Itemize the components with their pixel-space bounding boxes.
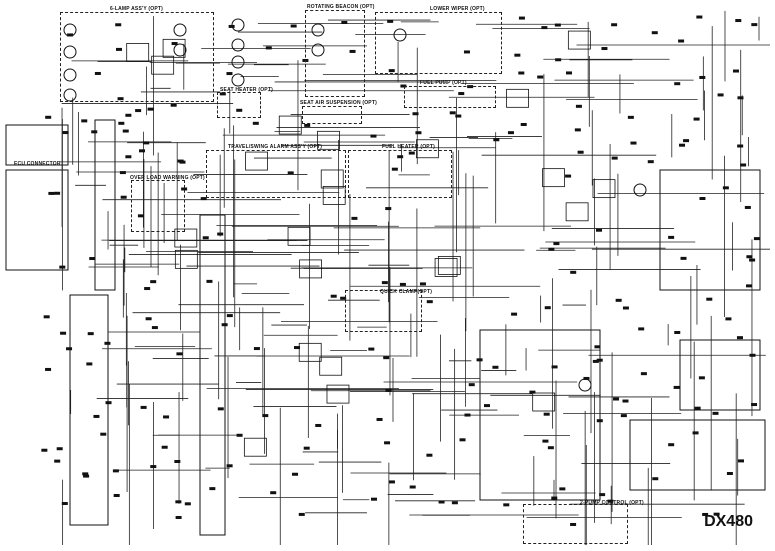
seat-heater-box — [217, 92, 261, 118]
two-pump-control-label: 2-PUMP CONTROL (OPT) — [580, 500, 644, 506]
quick-clamp-box — [345, 290, 422, 332]
model-title: DX480 — [704, 513, 753, 530]
lower-wiper-label: LOWER WIPER (OPT) — [430, 6, 485, 12]
quick-clamp-label: QUICK CLAMP(OPT) — [380, 289, 433, 295]
seat-air-suspension-box — [302, 106, 362, 124]
fuel-pump-label: FUEL PUMP (OPT) — [420, 80, 467, 86]
six-lamp-label: 6-LAMP ASS'Y (OPT) — [110, 6, 164, 12]
seat-air-suspension-label: SEAT AIR SUSPENSION (OPT) — [300, 100, 377, 106]
over-load-warning-box — [131, 180, 185, 232]
rotating-beacon-box — [305, 10, 365, 97]
ecu-connector-label: ECU CONNECTOR — [14, 161, 61, 167]
seat-heater-label: SEAT HEATER (OPT) — [220, 87, 273, 93]
fuel-pump-box — [404, 86, 496, 108]
travel-swing-alarm-label: TRAVEL/SWING ALARM ASS'Y (OPT) — [228, 144, 323, 150]
fuel-heater-label: FUEL HEATER (OPT) — [382, 144, 435, 150]
lower-wiper-box — [375, 12, 502, 74]
six-lamp-box — [60, 12, 214, 102]
fuel-heater-box — [348, 150, 452, 198]
rotating-beacon-label: ROTATING BEACON (OPT) — [307, 4, 375, 10]
travel-swing-alarm-box — [206, 150, 346, 198]
over-load-warning-label: OVER LOAD WARNING (OPT) — [130, 175, 205, 181]
two-pump-control-box — [523, 504, 628, 544]
